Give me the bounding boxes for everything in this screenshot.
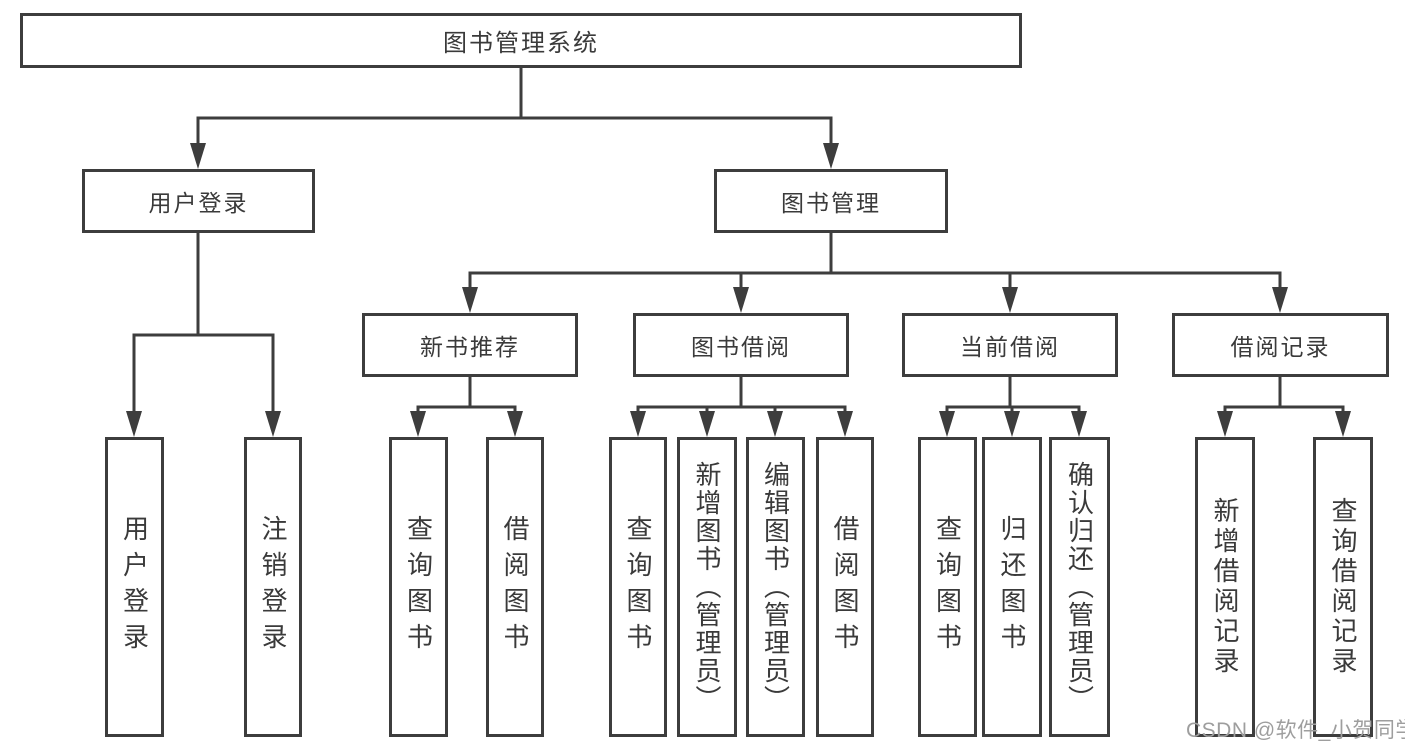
arrow-down-icon bbox=[1335, 411, 1351, 437]
edge-level2-branch bbox=[196, 116, 833, 146]
leaf-label: 借阅图书 bbox=[500, 515, 530, 659]
leaf-label: 查询图书 bbox=[932, 515, 963, 659]
edge-level3-stems bbox=[739, 273, 1012, 290]
leaf-label: 注销登录 bbox=[258, 515, 288, 659]
edge-borrow-branch bbox=[636, 405, 847, 413]
leaf-query-books-borrow: 查询图书 bbox=[609, 437, 667, 737]
edge-records-branch bbox=[1223, 405, 1345, 413]
leaf-query-borrow-record: 查询借阅记录 bbox=[1313, 437, 1373, 737]
leaf-confirm-return-admin: 确认归还（管理员） bbox=[1049, 437, 1110, 737]
leaf-add-book-admin: 新增图书（管理员） bbox=[677, 437, 737, 737]
leaf-label: 新增借阅记录 bbox=[1210, 497, 1240, 677]
leaf-edit-book-admin: 编辑图书（管理员） bbox=[746, 437, 805, 737]
node-label: 新书推荐 bbox=[420, 334, 520, 360]
leaf-label: 归还图书 bbox=[997, 515, 1027, 659]
leaf-label: 新增图书（管理员） bbox=[692, 461, 722, 713]
node-current-borrowing: 当前借阅 bbox=[902, 313, 1118, 377]
node-label: 用户登录 bbox=[148, 190, 249, 216]
leaf-user-login: 用户登录 bbox=[105, 437, 164, 737]
node-book-management: 图书管理 bbox=[714, 169, 948, 233]
leaf-add-borrow-record: 新增借阅记录 bbox=[1195, 437, 1255, 737]
node-root: 图书管理系统 bbox=[20, 13, 1022, 68]
node-label: 借阅记录 bbox=[1230, 334, 1331, 360]
arrow-down-icon bbox=[126, 411, 142, 437]
leaf-query-books-recommend: 查询图书 bbox=[389, 437, 448, 737]
node-label: 图书借阅 bbox=[691, 334, 791, 360]
node-book-borrowing: 图书借阅 bbox=[633, 313, 849, 377]
node-new-book-recommend: 新书推荐 bbox=[362, 313, 578, 377]
arrow-down-icon bbox=[1272, 287, 1288, 313]
arrow-down-icon bbox=[265, 411, 281, 437]
arrow-down-icon bbox=[1217, 411, 1233, 437]
leaf-logout: 注销登录 bbox=[244, 437, 302, 737]
edge-current-branch bbox=[945, 405, 1081, 413]
leaf-label: 借阅图书 bbox=[830, 515, 860, 659]
node-label: 图书管理 bbox=[781, 190, 881, 216]
node-root-label: 图书管理系统 bbox=[443, 30, 599, 57]
node-borrowing-records: 借阅记录 bbox=[1172, 313, 1389, 377]
arrow-down-icon bbox=[699, 411, 715, 437]
leaf-label: 编辑图书（管理员） bbox=[760, 461, 791, 713]
arrow-down-icon bbox=[733, 287, 749, 313]
arrow-down-icon bbox=[823, 143, 839, 169]
leaf-borrow-books: 借阅图书 bbox=[816, 437, 874, 737]
leaf-label: 查询图书 bbox=[403, 515, 434, 659]
arrow-down-icon bbox=[410, 411, 426, 437]
arrow-down-icon bbox=[767, 411, 783, 437]
edge-newbook-branch bbox=[416, 405, 517, 413]
leaf-return-books: 归还图书 bbox=[982, 437, 1042, 737]
leaf-label: 确认归还（管理员） bbox=[1064, 461, 1095, 713]
edge-userlogin-branch bbox=[132, 333, 275, 413]
edge-level4-trunks bbox=[468, 377, 1282, 407]
watermark-text: CSDN @软件_小贺同学 bbox=[1186, 719, 1405, 742]
leaf-label: 用户登录 bbox=[119, 515, 150, 659]
node-label: 当前借阅 bbox=[960, 334, 1060, 360]
node-user-login: 用户登录 bbox=[82, 169, 315, 233]
arrow-down-icon bbox=[837, 411, 853, 437]
arrow-down-icon bbox=[1002, 287, 1018, 313]
arrow-down-icon bbox=[507, 411, 523, 437]
arrow-down-icon bbox=[939, 411, 955, 437]
arrow-down-icon bbox=[1004, 411, 1020, 437]
leaf-label: 查询借阅记录 bbox=[1328, 497, 1358, 677]
arrow-down-icon bbox=[630, 411, 646, 437]
leaf-borrow-books-recommend: 借阅图书 bbox=[486, 437, 544, 737]
arrow-down-icon bbox=[190, 143, 206, 169]
leaf-query-books-current: 查询图书 bbox=[918, 437, 977, 737]
arrow-down-icon bbox=[462, 287, 478, 313]
leaf-label: 查询图书 bbox=[623, 515, 653, 659]
arrow-down-icon bbox=[1071, 411, 1087, 437]
edge-level3-branch bbox=[468, 271, 1282, 290]
